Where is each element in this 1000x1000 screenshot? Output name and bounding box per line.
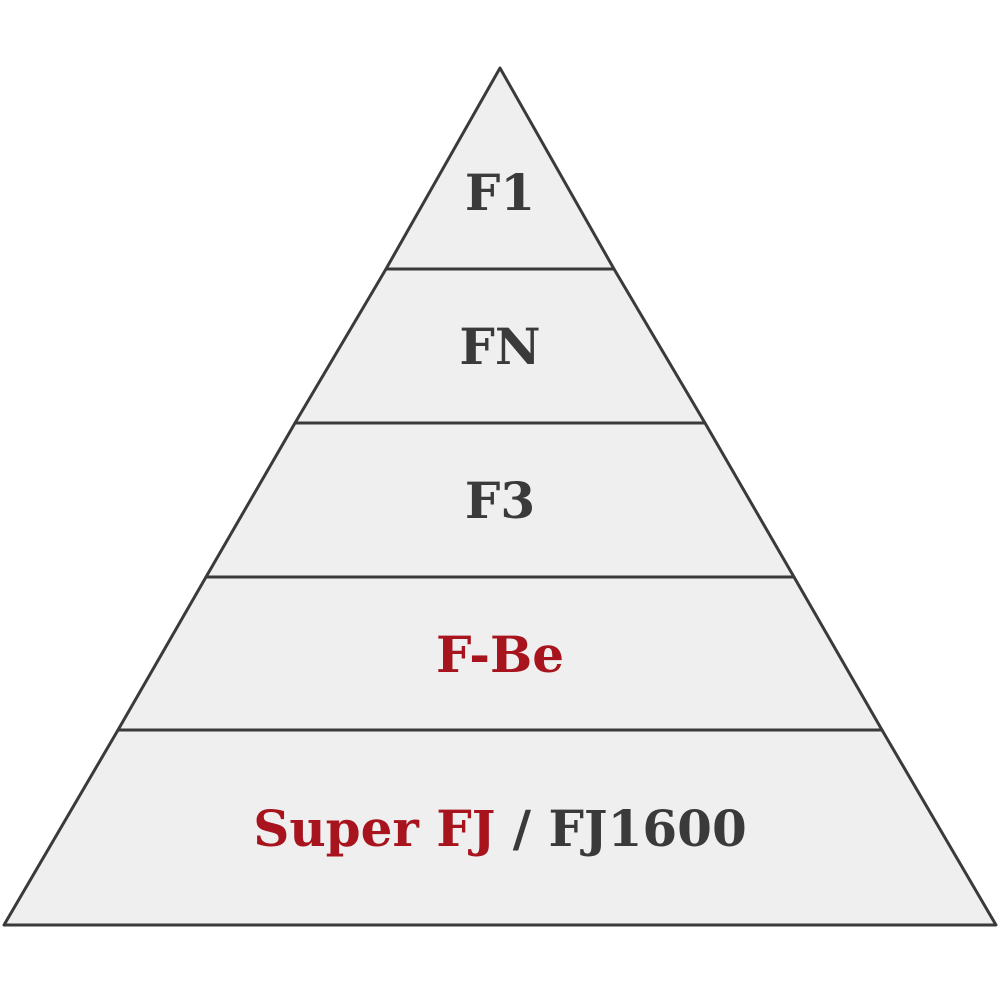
tier-5-label-part-1: Super FJ <box>253 799 495 858</box>
tier-5-label: Super FJ / FJ1600 <box>253 799 747 858</box>
tier-5-shape <box>2 728 998 927</box>
tier-1-label: F1 <box>465 163 535 222</box>
tier-2-label: FN <box>459 317 540 376</box>
tier-3-label: F3 <box>465 471 535 530</box>
tier-5-label-separator: / <box>495 799 548 858</box>
tier-4-label: F-Be <box>436 625 564 684</box>
tier-5-label-part-2: FJ1600 <box>548 799 746 858</box>
